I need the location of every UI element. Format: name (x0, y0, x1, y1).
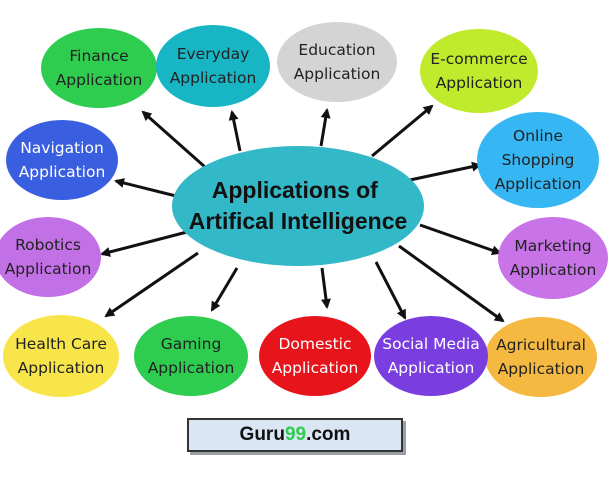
arrow-to-domestic (320, 267, 331, 309)
node-label-line: Finance (69, 47, 128, 65)
brand-suffix: .com (306, 424, 351, 445)
node-label-line: Social Media (382, 335, 479, 353)
arrow-to-education (319, 108, 331, 147)
node-ellipse-robotics (0, 217, 101, 297)
arrow-to-online-shopping (409, 161, 482, 182)
node-label-line: Application (498, 360, 585, 378)
node-ellipse-health-care (3, 315, 119, 397)
arrow-to-navigation (114, 178, 177, 198)
node-label-line: Application (294, 65, 381, 83)
node-label-line: Application (56, 71, 143, 89)
center-title-line-1: Applications of (212, 177, 378, 203)
center-node: Applications of Artifical Intelligence (172, 146, 424, 266)
node-label-line: Application (272, 359, 359, 377)
arrow-to-marketing (419, 223, 502, 256)
arrow-to-social-media (374, 261, 407, 320)
node-label-line: Shopping (502, 151, 575, 169)
center-title-line-2: Artifical Intelligence (189, 208, 408, 234)
node-label-line: Application (170, 69, 257, 87)
brand-prefix: Guru (239, 424, 285, 445)
node-ellipse-finance (41, 28, 157, 108)
node-label-line: Domestic (278, 335, 351, 353)
node-ellipse-marketing (498, 217, 608, 299)
node-label-line: Online (513, 127, 563, 145)
node-label-line: Application (436, 74, 523, 92)
node-label-line: Robotics (15, 236, 81, 254)
node-label-line: Education (298, 41, 375, 59)
node-label-line: Application (18, 359, 105, 377)
arrow-to-gaming (210, 267, 239, 312)
node-label-line: Gaming (161, 335, 222, 353)
node-ellipse-agricultural (485, 317, 597, 397)
node-ellipse-everyday (156, 25, 270, 107)
node-label-line: Application (495, 175, 582, 193)
connector-arrows (100, 104, 505, 323)
arrow-to-ecommerce (371, 104, 434, 158)
node-label-line: Navigation (20, 139, 104, 157)
node-label-line: Agricultural (496, 336, 586, 354)
center-title: Applications of Artifical Intelligence (189, 177, 408, 234)
node-ellipse-navigation (6, 120, 118, 200)
center-ellipse (172, 146, 424, 266)
node-label-line: Everyday (177, 45, 250, 63)
brand-highlight: 99 (284, 424, 307, 445)
node-label-line: E-commerce (430, 50, 527, 68)
node-label-line: Health Care (15, 335, 107, 353)
arrow-to-agricultural (398, 244, 505, 323)
node-label-line: Marketing (514, 237, 591, 255)
node-ellipse-gaming (134, 316, 248, 396)
arrow-to-robotics (100, 230, 188, 257)
node-label-line: Application (19, 163, 106, 181)
node-ellipse-ecommerce (420, 29, 538, 113)
arrow-to-finance (141, 110, 206, 169)
node-ellipse-online-shopping (477, 112, 599, 208)
node-label-line: Application (5, 260, 92, 278)
node-ellipse-domestic (259, 316, 371, 396)
arrow-to-health-care (104, 251, 199, 318)
node-ellipse-education (277, 22, 397, 102)
arrow-to-everyday (228, 110, 242, 152)
node-label-line: Application (148, 359, 235, 377)
node-ellipse-social-media (374, 316, 488, 396)
node-label-line: Application (388, 359, 475, 377)
node-label-line: Application (510, 261, 597, 279)
